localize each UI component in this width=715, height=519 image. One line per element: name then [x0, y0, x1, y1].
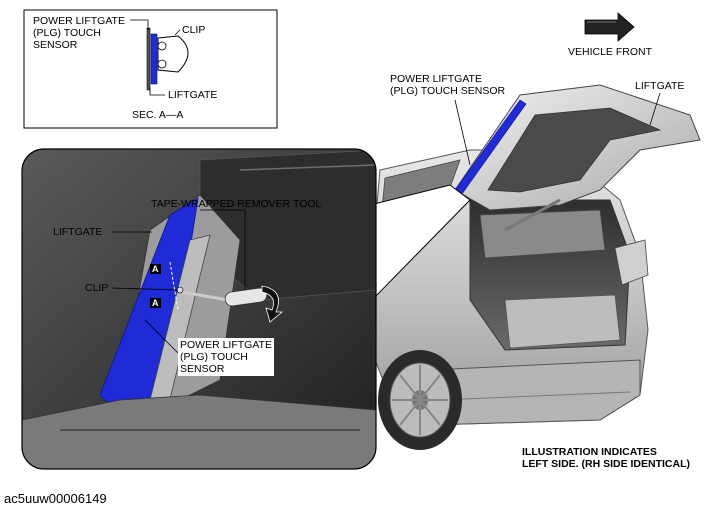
vehicle-rear-view — [371, 84, 701, 450]
section-sensor-strip — [150, 33, 158, 85]
detail-label-liftgate: LIFTGATE — [53, 226, 103, 238]
tail-light — [614, 239, 649, 286]
rotate-arrow-icon — [261, 285, 284, 323]
liftgate-strut — [504, 198, 561, 232]
illustration-note: ILLUSTRATION INDICATES LEFT SIDE. (RH SI… — [522, 446, 690, 470]
vehicle-front-arrow — [584, 12, 635, 42]
detail-label-tool: TAPE-WRAPPED REMOVER TOOL — [151, 198, 322, 210]
detail-label-clip: CLIP — [85, 282, 109, 294]
section-inset — [23, 9, 278, 129]
section-label-sensor: POWER LIFTGATE (PLG) TOUCH SENSOR — [33, 15, 125, 51]
liftgate-glass — [487, 107, 662, 193]
detail-frame — [21, 148, 377, 470]
section-line — [169, 261, 179, 311]
vehicle-front-label: VEHICLE FRONT — [568, 46, 653, 58]
rear-wheel — [378, 350, 462, 450]
section-label-clip: CLIP — [182, 24, 206, 36]
section-label-liftgate: LIFTGATE — [168, 89, 218, 101]
arrow-right-icon — [584, 12, 635, 42]
section-label-title: SEC. A—A — [132, 109, 184, 121]
section-marker-a-bottom: A — [150, 298, 161, 308]
detail-label-sensor: POWER LIFTGATE (PLG) TOUCH SENSOR — [178, 338, 274, 376]
detail-lower-trim — [22, 394, 376, 469]
cargo-floor — [504, 294, 621, 349]
remover-tool-icon — [181, 287, 268, 307]
main-label-sensor: POWER LIFTGATE (PLG) TOUCH SENSOR — [390, 73, 506, 97]
rear-seat — [479, 209, 606, 259]
section-liftgate-panel — [146, 27, 151, 91]
figure-code: ac5uuw00006149 — [4, 491, 107, 506]
main-label-liftgate: LIFTGATE — [635, 80, 685, 92]
section-inset-frame — [23, 9, 278, 129]
section-marker-a-top: A — [150, 264, 161, 274]
